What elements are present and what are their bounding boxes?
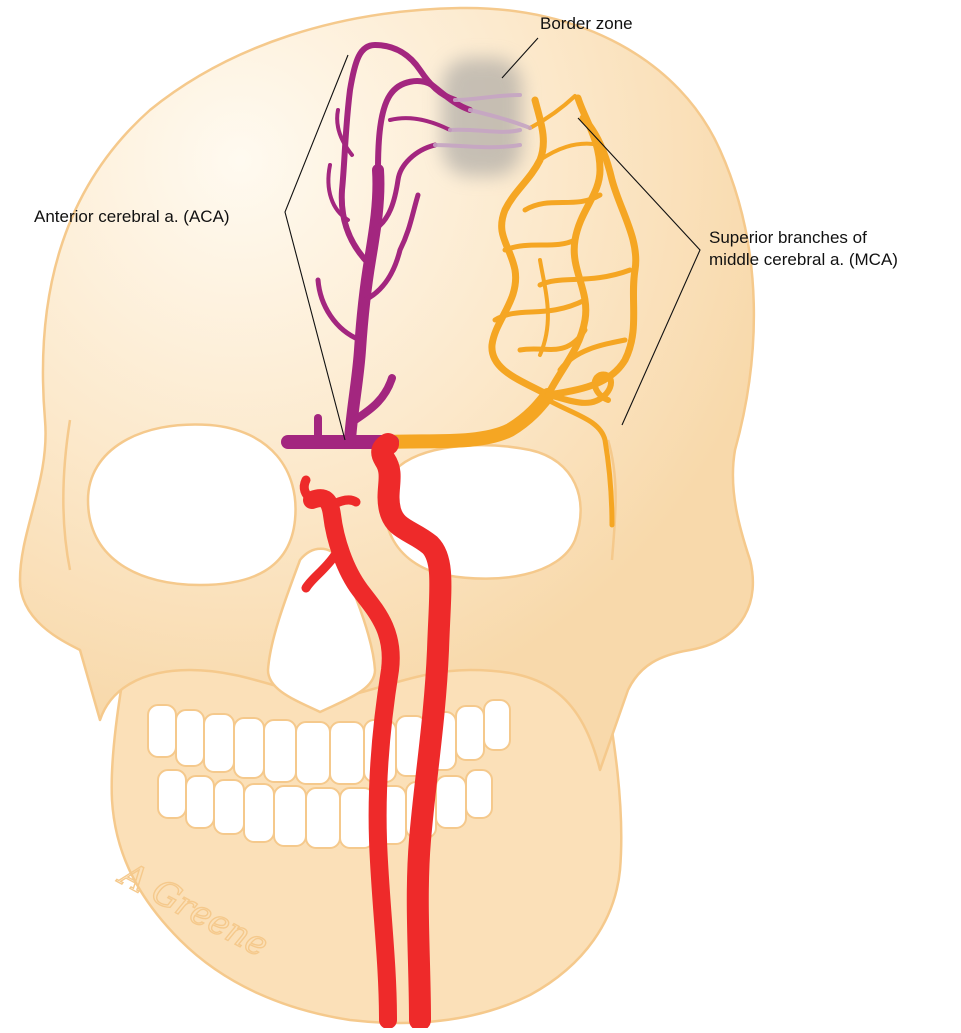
mca-label: Superior branches of middle cerebral a. … [709, 227, 898, 271]
border-zone-label: Border zone [540, 13, 633, 35]
carotid-branch-side [332, 500, 356, 505]
right-eye-socket [385, 445, 580, 579]
aca-label: Anterior cerebral a. (ACA) [34, 206, 230, 228]
left-eye-socket [88, 424, 296, 585]
mca-label-line2: middle cerebral a. (MCA) [709, 249, 898, 271]
border-zone-shading [442, 58, 522, 176]
mca-label-line1: Superior branches of [709, 227, 898, 249]
